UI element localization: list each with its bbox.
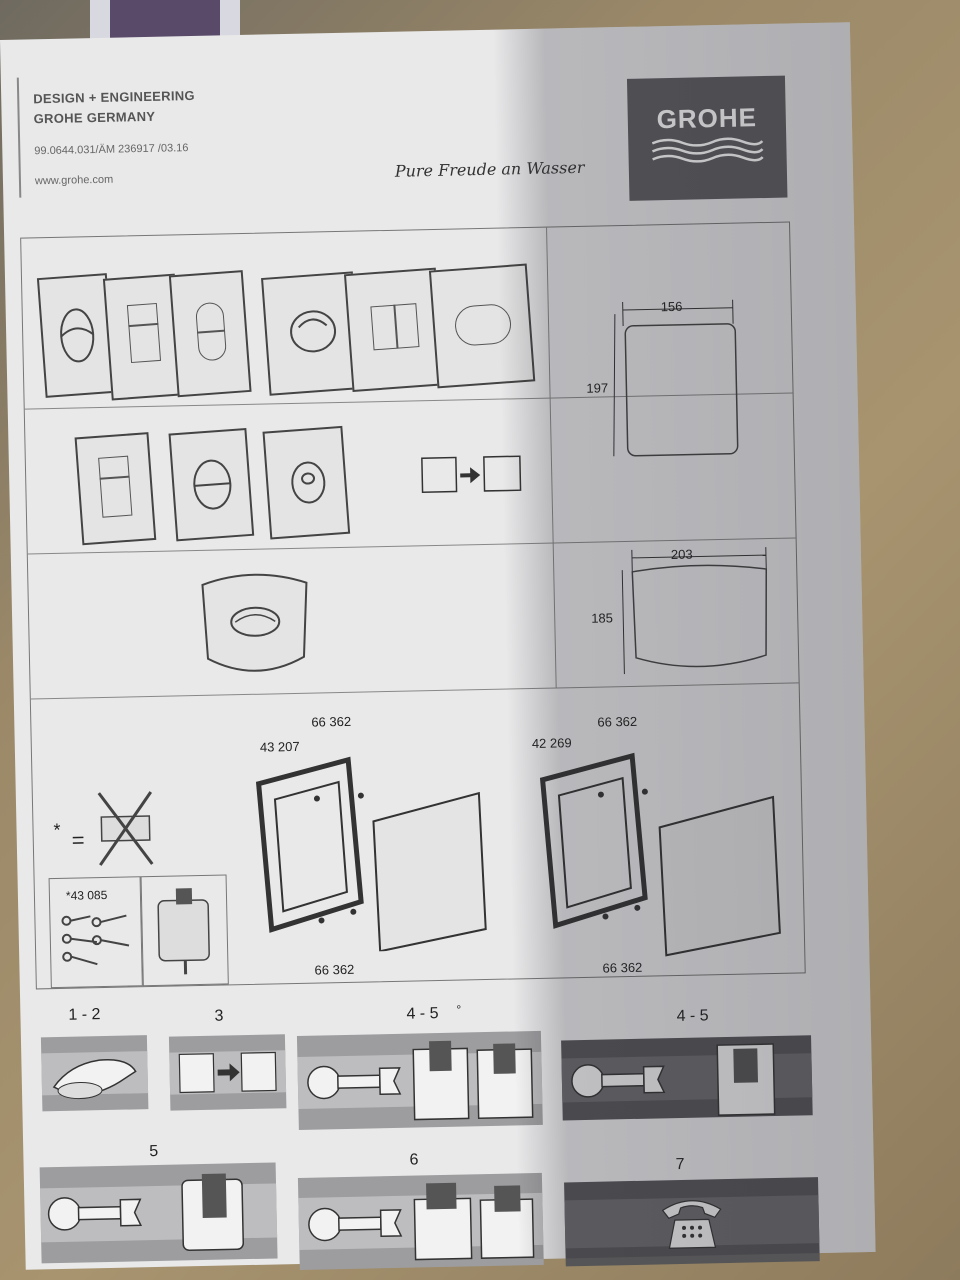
step-label: 4 - 5 (676, 1007, 709, 1026)
part-number: 66 362 (602, 959, 643, 976)
slogan: Pure Freude an Wasser (394, 157, 585, 181)
cistern-icon (157, 888, 210, 975)
replace-icon (178, 1051, 277, 1094)
step-panel (297, 1172, 544, 1270)
button-icon (290, 310, 337, 353)
step-panel (564, 1177, 820, 1267)
step-label: 1 - 2 (68, 1006, 101, 1024)
button-icon (291, 461, 326, 504)
wrench-icon (308, 1207, 403, 1242)
doc-code: 99.0644.031/ÄM 236917 /03.16 (34, 142, 189, 158)
step-panel (39, 1162, 278, 1264)
dimension-drawing (613, 299, 739, 457)
cistern-box (140, 874, 229, 987)
step-mark: ° (456, 1002, 462, 1017)
website-url: www.grohe.com (34, 173, 114, 188)
wrench-icon (47, 1197, 143, 1231)
mounting-frame-left (255, 756, 487, 953)
dim-height-1: 197 (586, 380, 609, 396)
step-label: 5 (149, 1142, 159, 1161)
telephone-icon (661, 1200, 722, 1249)
part-number: 66 362 (314, 961, 355, 978)
flush-plate (36, 273, 116, 398)
cistern-icon (412, 1040, 534, 1121)
wrench-icon (571, 1064, 666, 1098)
part-number: 66 362 (597, 713, 638, 730)
flush-plate-curved (201, 573, 308, 672)
part-number: 66 362 (311, 713, 352, 730)
waves-icon (651, 137, 764, 163)
instruction-sheet: DESIGN + ENGINEERING GROHE GERMANY 99.06… (0, 22, 876, 1270)
flush-plate (262, 425, 351, 540)
cistern-icon (181, 1173, 245, 1252)
replace-icon (421, 455, 522, 494)
flush-plate (74, 432, 157, 546)
brand-name: GROHE (656, 102, 758, 135)
not-included-icon (97, 791, 154, 866)
installation-steps: 1 - 2 3 4 - 5 ° 4 - 5 (32, 991, 822, 1270)
header-rule (16, 77, 22, 198)
kit-box: *43 085 (48, 876, 143, 989)
header-line-1: DESIGN + ENGINEERING (33, 87, 196, 107)
flush-plate (261, 271, 362, 396)
flush-plate (168, 427, 255, 542)
flush-plate (428, 263, 536, 389)
step-label: 6 (409, 1151, 419, 1169)
step-panel (40, 1035, 149, 1112)
dim-width-2: 203 (670, 546, 693, 563)
divider (546, 227, 557, 688)
brand-logo: GROHE (626, 75, 788, 201)
header-line-2: GROHE GERMANY (33, 108, 156, 127)
equals-mark: = (71, 827, 85, 853)
screws-icon (61, 914, 130, 966)
cistern-icon (413, 1182, 535, 1261)
cistern-icon (716, 1043, 776, 1116)
dim-height-2: 185 (591, 610, 614, 626)
divider (30, 682, 799, 700)
step-label: 3 (214, 1007, 224, 1025)
button-icon (193, 459, 232, 510)
dimension-drawing (621, 547, 767, 675)
wrench-icon (307, 1065, 402, 1100)
step-label: 4 - 5 (406, 1005, 439, 1023)
step-label: 7 (675, 1155, 685, 1174)
flush-plate (168, 270, 252, 398)
step-panel (561, 1035, 813, 1121)
step-panel (296, 1030, 543, 1130)
asterisk-mark: * (53, 819, 61, 841)
diagram-frame: 156 197 2 (20, 221, 806, 990)
dim-width-1: 156 (660, 298, 683, 315)
kit-code: *43 085 (65, 887, 108, 903)
button-icon (60, 308, 95, 363)
step-panel (168, 1034, 287, 1111)
mounting-frame-right (539, 752, 781, 957)
cleaning-hand-icon (52, 1059, 137, 1100)
